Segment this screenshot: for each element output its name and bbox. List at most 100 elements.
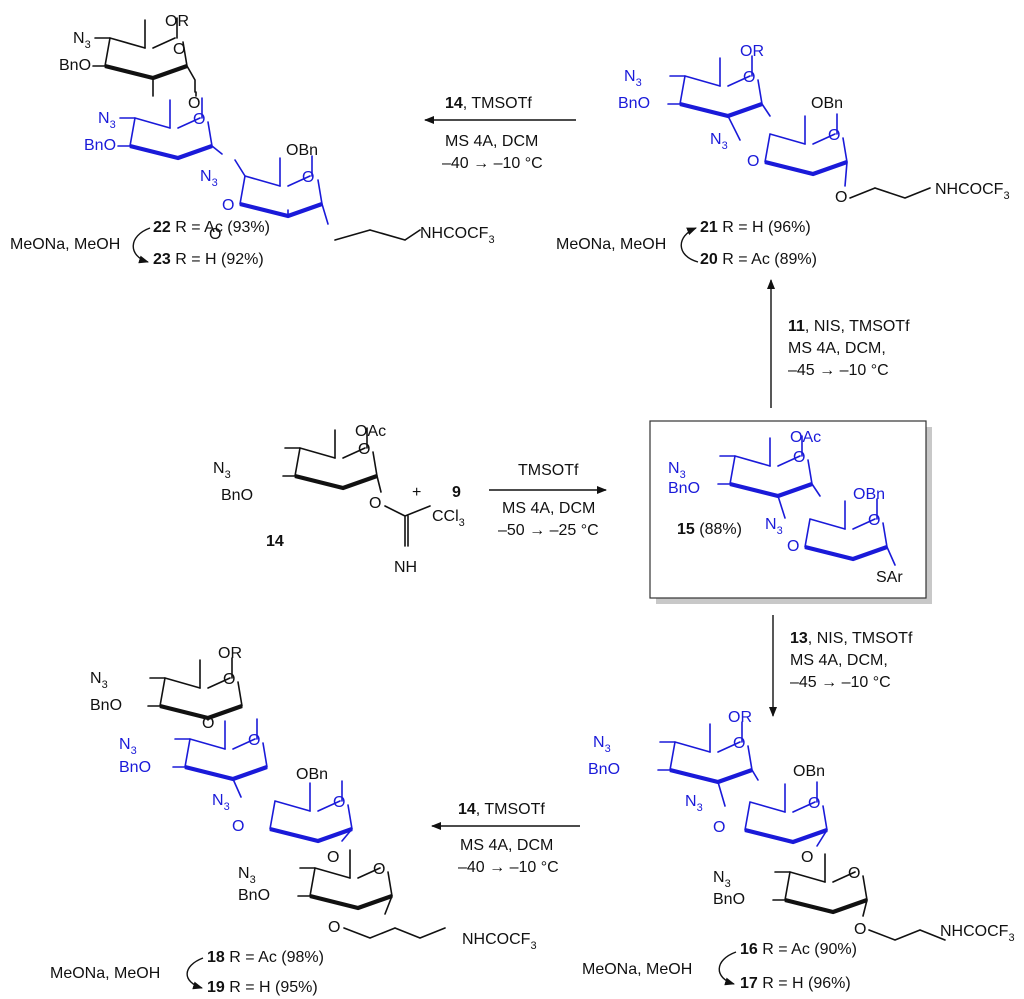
glycosidic-oxygen: O (188, 95, 200, 112)
conditions-bottom-left-line2: MS 4A, DCM (460, 837, 553, 854)
azide-label: N3 (73, 30, 91, 51)
deprotection-conditions-23: MeONa, MeOH (10, 236, 120, 253)
compound-21-structure: OR O N3 BnO OBn O N3 O O NHCOCF3 (618, 43, 1010, 206)
bno-label: BnO (238, 887, 270, 904)
ring-oxygen: O (868, 512, 880, 529)
compound-19-label: 19 R = H (95%) (207, 979, 318, 996)
deprotection-arrow (680, 227, 699, 263)
ring-oxygen: O (223, 671, 235, 688)
bno-label: BnO (59, 57, 91, 74)
compound-23-label: 23 R = H (92%) (153, 251, 264, 268)
azide-label: N3 (90, 670, 108, 691)
anomeric-oxygen: O (835, 189, 847, 206)
obn-label: OBn (811, 95, 843, 112)
obn-label: OBn (296, 766, 328, 783)
bno-label: BnO (119, 759, 151, 776)
plus-sign: + (412, 484, 421, 501)
deprotection-arrow (132, 227, 151, 264)
azide-label: N3 (710, 131, 728, 152)
ring-oxygen: O (222, 197, 234, 214)
ring-oxygen: O (793, 449, 805, 466)
conditions-up-line1: 11, NIS, TMSOTf (788, 318, 910, 335)
obn-label: OBn (853, 486, 885, 503)
oac-label: OAc (790, 429, 821, 446)
linker-label: NHCOCF3 (462, 931, 537, 952)
ring-oxygen: O (193, 111, 205, 128)
conditions-middle-line1: TMSOTf (518, 462, 579, 479)
ring-oxygen: O (248, 732, 260, 749)
bno-label: BnO (588, 761, 620, 778)
oac-label: OAc (355, 423, 386, 440)
ring-oxygen: O (848, 865, 860, 882)
anomeric-oxygen: O (369, 495, 381, 512)
deprotection-arrow (186, 957, 204, 990)
bno-label: BnO (668, 480, 700, 497)
ring-oxygen: O (713, 819, 725, 836)
azide-label: N3 (212, 792, 230, 813)
conditions-down-line1: 13, NIS, TMSOTf (790, 630, 913, 647)
linker-label: NHCOCF3 (420, 225, 495, 246)
azide-label: N3 (624, 68, 642, 89)
conditions-middle-line3: –50 → –25 °C (498, 522, 599, 539)
linker-label: NHCOCF3 (935, 181, 1010, 202)
conditions-top-left-line2: MS 4A, DCM (445, 133, 538, 150)
compound-14-label: 14 (266, 533, 284, 550)
ring-oxygen: O (373, 861, 385, 878)
azide-label: N3 (119, 736, 137, 757)
anomeric-oxygen: O (328, 919, 340, 936)
bno-label: BnO (618, 95, 650, 112)
azide-label: N3 (200, 168, 218, 189)
compound-22-structure: OR O N3 BnO O O N3 BnO OBn O N3 O O N (59, 13, 495, 246)
compound-21-label: 21 R = H (96%) (700, 219, 811, 236)
azide-label: N3 (213, 460, 231, 481)
bno-label: BnO (221, 487, 253, 504)
azide-label: N3 (685, 793, 703, 814)
conditions-bottom-left-line1: 14, TMSOTf (458, 801, 545, 818)
compound-18-label: 18 R = Ac (98%) (207, 949, 324, 966)
azide-label: N3 (765, 516, 783, 537)
compound-16-label: 16 R = Ac (90%) (740, 941, 857, 958)
ring-oxygen: O (358, 441, 370, 458)
compound-20-label: 20 R = Ac (89%) (700, 251, 817, 268)
glycosidic-oxygen: O (327, 849, 339, 866)
compound-15-box (649, 420, 927, 599)
compound-16-structure: OR O N3 BnO OBn O N3 O O O N3 BnO O NHCO… (588, 709, 1015, 944)
anomeric-oxygen: O (854, 921, 866, 938)
compound-17-label: 17 R = H (96%) (740, 975, 851, 992)
compound-9-label: 9 (452, 484, 461, 501)
conditions-up-line2: MS 4A, DCM, (788, 340, 886, 357)
ring-oxygen: O (232, 818, 244, 835)
ring-oxygen: O (787, 538, 799, 555)
nh-label: NH (394, 559, 417, 576)
or-label: OR (218, 645, 242, 662)
azide-label: N3 (668, 460, 686, 481)
glycosidic-oxygen: O (801, 849, 813, 866)
ccl3-label: CCl3 (432, 508, 465, 529)
azide-label: N3 (238, 865, 256, 886)
obn-label: OBn (793, 763, 825, 780)
bno-label: BnO (713, 891, 745, 908)
or-label: OR (740, 43, 764, 60)
ring-oxygen: O (302, 169, 314, 186)
conditions-middle-line2: MS 4A, DCM (502, 500, 595, 517)
compound-14-structure: OAc O N3 BnO O CCl3 NH (213, 423, 465, 576)
bno-label: BnO (84, 137, 116, 154)
compound-22-label: 22 R = Ac (93%) (153, 219, 270, 236)
linker-label: NHCOCF3 (940, 923, 1015, 944)
conditions-down-line3: –45 → –10 °C (790, 674, 891, 691)
conditions-down-line2: MS 4A, DCM, (790, 652, 888, 669)
bno-label: BnO (90, 697, 122, 714)
ring-oxygen: O (808, 795, 820, 812)
azide-label: N3 (593, 734, 611, 755)
azide-label: N3 (713, 869, 731, 890)
deprotection-conditions-17: MeONa, MeOH (582, 961, 692, 978)
deprotection-conditions-21: MeONa, MeOH (556, 236, 666, 253)
or-label: OR (728, 709, 752, 726)
glycosidic-oxygen: O (202, 715, 214, 732)
deprotection-arrow (718, 951, 737, 986)
ring-oxygen: O (333, 794, 345, 811)
deprotection-conditions-19: MeONa, MeOH (50, 965, 160, 982)
compound-15-label: 15 (88%) (677, 521, 742, 538)
conditions-bottom-left-line3: –40 → –10 °C (458, 859, 559, 876)
